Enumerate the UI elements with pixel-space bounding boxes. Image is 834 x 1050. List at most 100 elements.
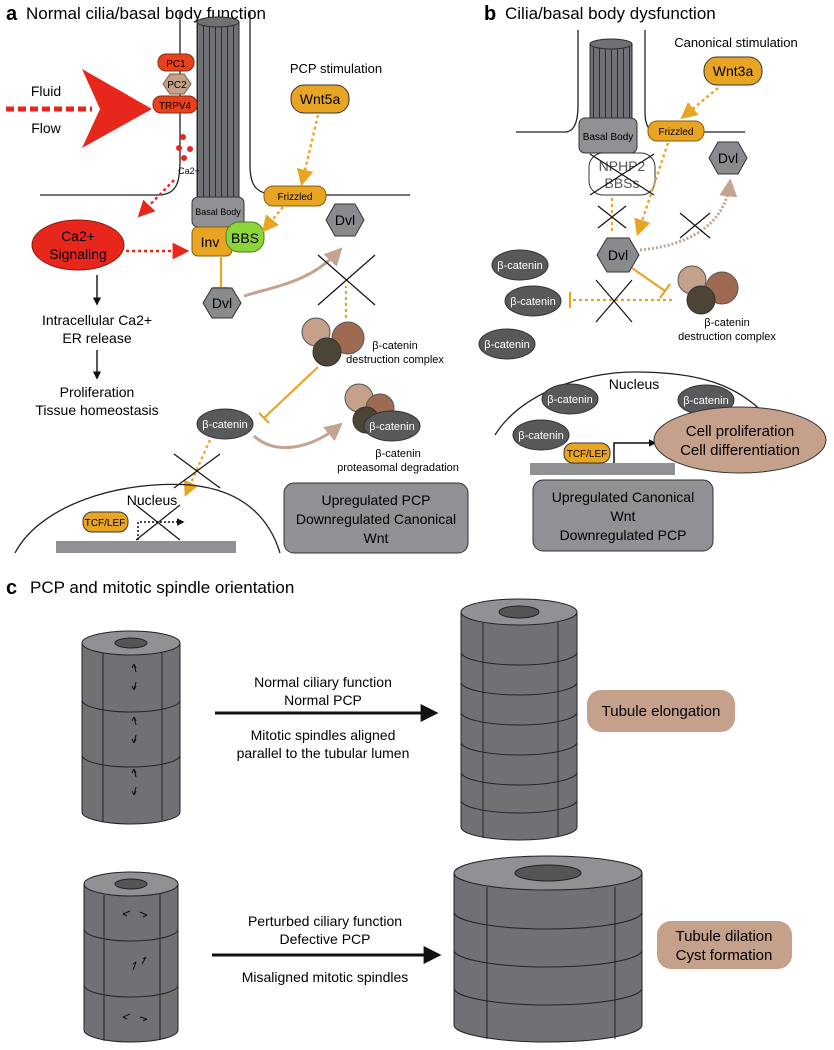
normal-outcome-box [587,690,735,732]
pc1-label: PC1 [166,59,186,70]
result-b-line1: Upregulated Canonical [552,489,694,505]
frizzled-a-node [263,185,327,207]
bbs-label: BBS [231,230,259,246]
panel-a-letter: a [6,3,18,25]
dvl-a-right-label: Dvl [335,212,355,228]
result-a-line3: Wnt [364,530,389,546]
dvl-b-center-label: Dvl [608,247,628,263]
normal-text-3: Mitotic spindles aligned [251,727,396,743]
inv-label: Inv [201,234,220,250]
basal-body-b-label: Basal Body [583,132,634,143]
wnt3a-node [703,56,763,86]
beta-catenin-b1-label: β-catenin [497,260,542,272]
normal-text-1: Normal ciliary function [254,674,392,690]
tcf-lef-b-label: TCF/LEF [567,449,608,460]
beta-catenin-degraded-label: β-catenin [369,421,414,433]
frizzled-b-label: Frizzled [658,127,693,138]
tubule-elongated [460,598,578,841]
ca-signaling-line1: Ca2+ [61,228,95,244]
destruction-b-line2: destruction complex [678,331,776,343]
nucleus-a-membrane [14,483,281,554]
ca-signaling-node [31,219,125,271]
proteasomal-line2: proteasomal degradation [337,462,459,474]
nucleus-b-label: Nucleus [609,376,660,392]
normal-text-2: Normal PCP [284,692,362,708]
dvl-a-left-node [202,287,242,319]
dvl-translocation-arrow [243,247,343,298]
dvl-b-top-label: Dvl [718,150,738,166]
wnt5a-to-frizzled-arrow [296,114,320,187]
fluid-label: Fluid [31,83,61,99]
beta-catenin-b2-node [504,285,562,317]
nucleus-a-label: Nucleus [127,492,178,508]
frizzled-b-node [647,120,705,142]
wnt5a-label: Wnt5a [300,91,341,107]
beta-catenin-b3-label: β-catenin [484,339,529,351]
degradation-arrow [252,422,343,449]
normal-outcome-label: Tubule elongation [602,703,721,720]
nphp2-label: NPHP2 [599,158,646,174]
result-box-a [283,482,469,554]
cell-membrane-left [40,12,181,196]
ca2-label: Ca2+ [178,166,200,176]
beta-catenin-b2-label: β-catenin [510,296,555,308]
pc1-node [157,53,195,72]
result-b-line3: Downregulated PCP [560,527,687,543]
cell-b-membrane-left [516,30,579,133]
beta-catenin-a-label: β-catenin [202,419,247,431]
bbs-node [225,221,265,253]
panel-b: b Cilia/basal body dysfunction Basal Bod… [478,3,827,552]
result-a-line2: Downregulated Canonical [296,511,456,527]
nuc-catenin-3-node [512,419,570,451]
result-a-line1: Upregulated PCP [322,492,431,508]
normal-text-4: parallel to the tubular lumen [237,745,410,761]
tubule-perturbed-short [83,871,179,1043]
pc2-label: PC2 [167,80,187,91]
flow-label: Flow [31,120,61,136]
canonical-stimulation-label: Canonical stimulation [674,35,798,50]
dna-b [530,463,675,475]
transcription-b-arrow [613,439,657,463]
frizzled-to-bbs-arrow [261,206,284,233]
cilium [196,16,240,198]
wnt3a-label: Wnt3a [713,63,754,79]
tubule-dilated [453,855,643,1043]
intracellular-line1: Intracellular Ca2+ [42,312,152,328]
intracellular-line2: ER release [62,330,131,346]
dvl-inhibits-complex [631,267,666,292]
perturbed-outcome-box [657,921,792,969]
panel-c-title: PCP and mitotic spindle orientation [30,578,294,597]
dvl-a-right-node [325,203,365,237]
panel-c: c PCP and mitotic spindle orientation No… [6,577,792,1043]
wnt5a-node [290,84,350,114]
cell-outcome-line1: Cell proliferation [686,423,794,440]
destruction-b-line1: β-catenin [704,317,749,329]
dvl-a-left-label: Dvl [212,295,232,311]
perturbed-text-3: Misaligned mitotic spindles [242,969,409,985]
panel-b-title: Cilia/basal body dysfunction [505,4,716,23]
dvl-translocation-b-arrow [639,178,738,252]
nuc-catenin-2-label: β-catenin [683,395,728,407]
frizzled-to-dvl-arrow [634,142,670,237]
nuc-catenin-1-node [541,383,599,415]
perturbed-text-2: Defective PCP [279,931,370,947]
panel-a: a Normal cilia/basal body function PC1 P… [6,3,469,554]
panel-b-letter: b [484,3,496,25]
complex-inhibits-catenin [263,366,319,419]
tcf-lef-b-node [563,442,611,464]
destruction-complex-a [301,317,365,367]
beta-catenin-degraded-node [363,410,421,442]
perturbed-text-1: Perturbed ciliary function [248,913,402,929]
beta-catenin-b1-node [491,249,549,281]
wnt3a-to-frizzled-arrow [680,87,719,120]
trpv4-node [152,95,198,114]
destruction-a-line2: destruction complex [346,354,444,366]
fluid-flow-arrow [82,69,152,148]
perturbed-outcome-line1: Tubule dilation [675,928,772,945]
tcf-lef-a-label: TCF/LEF [85,518,126,529]
nucleus-b-membrane [494,371,771,436]
tubule-normal-short [81,630,181,825]
proliferation-line1: Proliferation [60,384,135,400]
nuc-catenin-3-label: β-catenin [518,430,563,442]
